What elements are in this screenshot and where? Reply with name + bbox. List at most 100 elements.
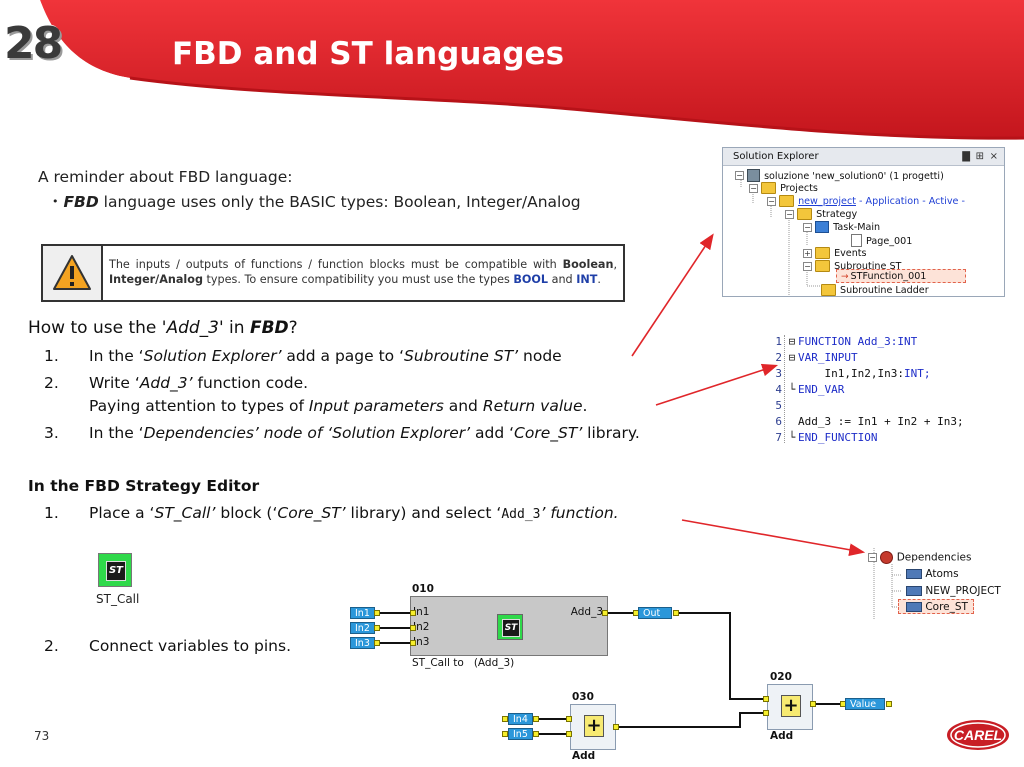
bullet-dot: • — [52, 195, 59, 208]
step-text-part: In the ‘ — [89, 347, 144, 365]
var-in1[interactable]: In1 — [350, 607, 375, 619]
dependencies-icon — [880, 551, 894, 564]
step-text-part: and — [443, 397, 483, 415]
pin[interactable] — [374, 610, 380, 616]
st-call-block-icon[interactable]: ST — [98, 553, 132, 587]
tree-item-subroutine-ladder[interactable]: Subroutine Ladder — [821, 284, 929, 296]
dependency-root[interactable]: − Dependencies — [868, 551, 971, 564]
collapse-icon[interactable]: − — [785, 209, 794, 219]
line-number: 4 — [775, 383, 782, 396]
tree-item-label: Strategy — [816, 209, 858, 220]
pin[interactable] — [410, 625, 416, 631]
fbd-bullet: • FBD language uses only the BASIC types… — [52, 193, 581, 211]
pin[interactable] — [502, 731, 508, 737]
code-text: Add_3 := In1 + In2 + In3; — [798, 415, 964, 428]
var-in4[interactable]: In4 — [508, 713, 533, 725]
pin[interactable] — [602, 610, 608, 616]
solution-icon — [747, 169, 761, 182]
tree-item-strategy[interactable]: − Strategy — [785, 208, 857, 221]
tree-item-label: Task-Main — [833, 222, 881, 233]
pin[interactable] — [566, 731, 572, 737]
collapse-icon[interactable]: − — [749, 183, 758, 193]
step-text: Place a ‘ST_Call’ block (‘Core_ST’ libra… — [89, 504, 619, 522]
step-text-part: library) and select ‘ — [345, 504, 502, 522]
expand-icon[interactable]: + — [803, 248, 812, 258]
pin[interactable] — [410, 640, 416, 646]
tree-item-label: STFunction_001 — [850, 271, 927, 282]
var-out[interactable]: Out — [638, 607, 672, 619]
tree-item-solution[interactable]: − soluzione 'new_solution0' (1 progetti) — [735, 169, 944, 183]
pin[interactable] — [886, 701, 892, 707]
library-icon — [906, 602, 922, 612]
add-block-030[interactable]: + — [570, 704, 616, 750]
howto-title-part: ' in — [218, 318, 250, 338]
fold-marker: ⊟ — [782, 335, 796, 348]
folder-icon — [761, 182, 777, 194]
collapse-icon[interactable]: − — [767, 196, 776, 206]
collapse-icon[interactable]: − — [868, 553, 877, 562]
tree-item-page-001[interactable]: Page_001 — [851, 234, 912, 248]
close-icon[interactable]: × — [989, 151, 998, 162]
step-text: In the ‘Dependencies’ node of ‘Solution … — [89, 424, 640, 442]
tree-item-stfunction[interactable]: →STFunction_001 — [841, 271, 926, 283]
editor-title: In the FBD Strategy Editor — [28, 477, 260, 495]
pin-icon[interactable]: ▇ — [962, 151, 970, 162]
pin[interactable] — [613, 724, 619, 730]
var-value[interactable]: Value — [845, 698, 885, 710]
pin[interactable] — [810, 701, 816, 707]
library-icon — [906, 586, 922, 596]
collapse-icon[interactable]: − — [803, 261, 812, 271]
var-in2[interactable]: In2 — [350, 622, 375, 634]
code-line: 2 ⊟VAR_INPUT — [770, 351, 857, 365]
tree-item-task-main[interactable]: − Task-Main — [803, 221, 880, 234]
pin[interactable] — [374, 625, 380, 631]
code-line: 4 └END_VAR — [770, 383, 844, 397]
var-in3[interactable]: In3 — [350, 637, 375, 649]
tree-item-events[interactable]: + Events — [803, 247, 867, 260]
tree-item-new-project[interactable]: − new_project - Application - Active - — [767, 195, 965, 208]
block-name-030: Add — [572, 750, 596, 762]
collapse-icon[interactable]: − — [735, 171, 744, 180]
code-text: Add_3: — [850, 335, 898, 348]
add-block-020[interactable]: + — [767, 684, 813, 730]
tree-item-subroutine-st[interactable]: − Subroutine ST — [803, 260, 901, 273]
tree-item-label: soluzione 'new_solution0' (1 progetti) — [764, 170, 944, 182]
code-keyword: FUNCTION — [798, 335, 851, 348]
step-text-italic: Subroutine ST’ — [404, 347, 519, 365]
pin[interactable] — [410, 610, 416, 616]
st-icon: ST — [497, 614, 523, 640]
collapse-icon[interactable]: − — [803, 222, 812, 232]
dependency-label: Dependencies — [896, 551, 972, 564]
pin[interactable] — [533, 716, 539, 722]
add-plus-icon: + — [781, 695, 801, 717]
line-number: 7 — [775, 431, 782, 444]
dock-icon[interactable]: ⊞ — [975, 151, 984, 162]
var-in5[interactable]: In5 — [508, 728, 533, 740]
pin[interactable] — [566, 716, 572, 722]
code-line: 5 — [770, 399, 782, 413]
pin[interactable] — [673, 610, 679, 616]
step-text-part: block (‘ — [215, 504, 278, 522]
dependency-item-atoms[interactable]: Atoms — [906, 568, 959, 580]
tree-item-label: Subroutine ST — [834, 261, 902, 272]
dependency-item-new-project[interactable]: NEW_PROJECT — [906, 585, 1001, 597]
step-number: 3. — [44, 424, 59, 442]
tree-item-label: Page_001 — [866, 235, 913, 247]
tree-lines — [740, 180, 833, 296]
pin[interactable] — [763, 696, 769, 702]
pin[interactable] — [533, 731, 539, 737]
pin[interactable] — [502, 716, 508, 722]
folder-icon — [797, 208, 813, 220]
dependency-label: NEW_PROJECT — [925, 585, 1001, 597]
st-call-block[interactable]: In1 In2 In3 Add_3 ST — [410, 596, 608, 656]
warning-keyword-bool: BOOL — [513, 273, 549, 286]
line-number: 6 — [775, 415, 782, 428]
pin[interactable] — [374, 640, 380, 646]
add-plus-icon: + — [584, 715, 604, 737]
slide-number-badge: 28 — [4, 18, 63, 69]
pin[interactable] — [763, 710, 769, 716]
tree-item-projects[interactable]: − Projects — [749, 182, 818, 195]
bullet-text: language uses only the BASIC types: Bool… — [98, 193, 581, 211]
dependency-item-core-st[interactable]: Core_ST — [906, 601, 968, 613]
code-keyword: END_FUNCTION — [798, 431, 878, 444]
